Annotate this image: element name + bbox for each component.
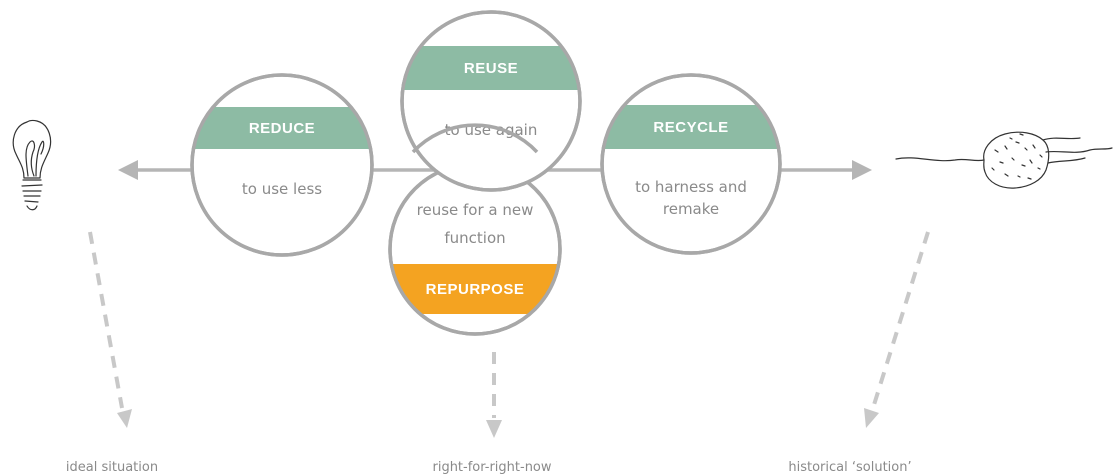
reduce-description: to use less	[242, 180, 322, 198]
dashed-arrow-center	[486, 352, 502, 438]
lightbulb-icon	[12, 119, 52, 211]
left-arrowhead	[118, 160, 138, 180]
repurpose-description-line1: reuse for a new	[417, 201, 534, 219]
caption-right-for-right-now: right-for-right-now	[432, 460, 551, 474]
repurpose-description-line2: function	[444, 229, 505, 247]
recycle-description-line2: remake	[663, 200, 719, 218]
right-arrowhead	[852, 160, 872, 180]
repurpose-title: REPURPOSE	[426, 281, 525, 298]
reuse-title: REUSE	[464, 60, 518, 77]
reduce-band	[192, 107, 372, 149]
reduce-circle: REDUCE to use less	[190, 73, 374, 257]
landfill-rock-icon	[895, 131, 1113, 189]
repurpose-circle: reuse for a new function REPURPOSE	[388, 162, 562, 336]
recycle-band	[602, 105, 780, 149]
reuse-description: to use again	[445, 121, 538, 139]
reuse-band	[402, 46, 580, 90]
reuse-circle: REUSE to use again	[400, 10, 582, 192]
dashed-arrow-right	[864, 231, 930, 428]
reduce-title: REDUCE	[249, 120, 315, 137]
caption-historical-solution: historical ‘solution’	[788, 460, 911, 474]
dashed-arrow-left	[88, 231, 132, 428]
caption-ideal-situation: ideal situation	[66, 460, 158, 474]
recycle-title: RECYCLE	[653, 119, 728, 136]
recycle-circle: RECYCLE to harness and remake	[600, 73, 782, 255]
repurpose-band	[390, 264, 560, 314]
recycle-description-line1: to harness and	[635, 178, 747, 196]
